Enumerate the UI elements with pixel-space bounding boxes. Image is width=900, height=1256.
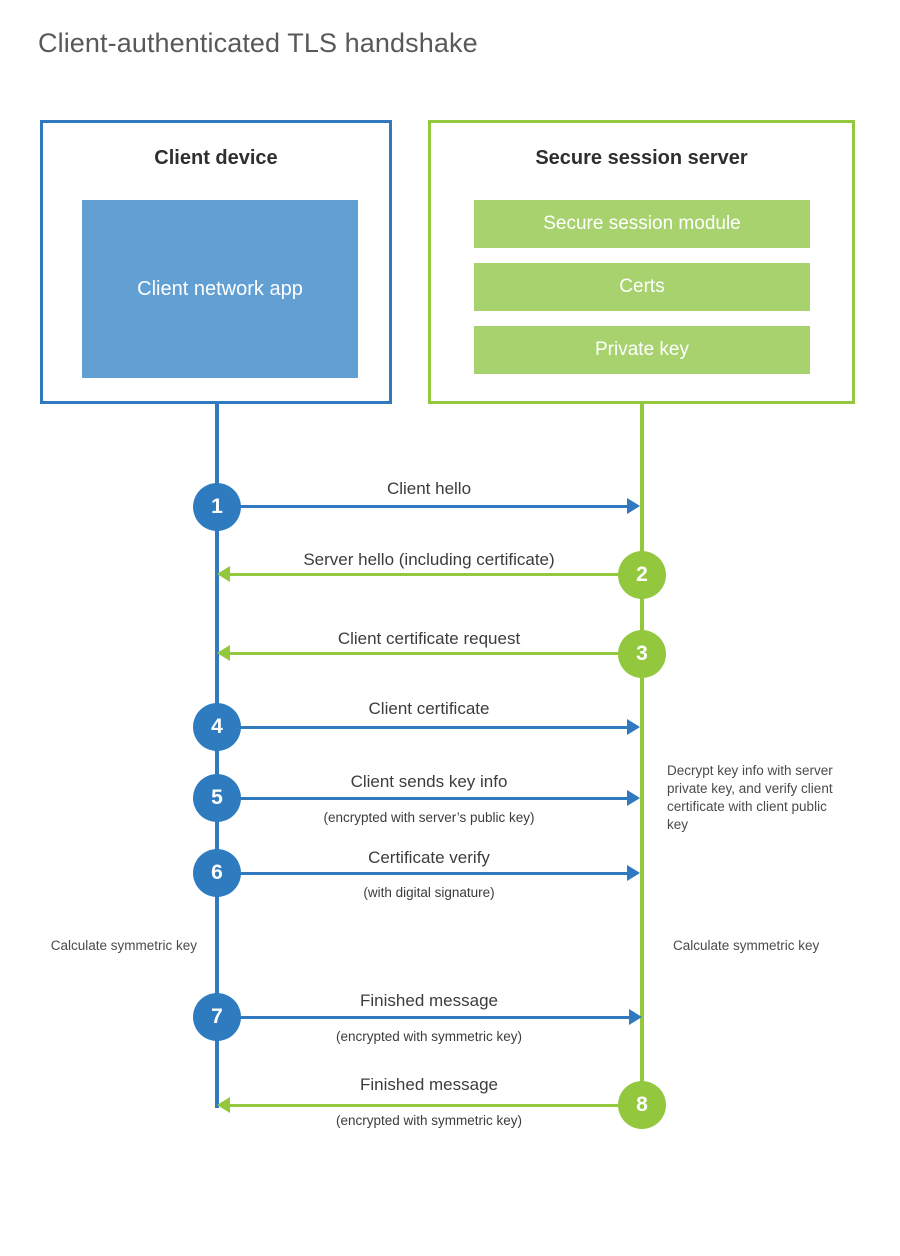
client-calculate-symmetric-key-note: Calculate symmetric key (50, 938, 197, 953)
step-3-circle[interactable]: 3 (618, 630, 666, 678)
step-1-arrow-line (217, 505, 627, 508)
step-4-arrow-line (217, 726, 627, 729)
step-8-circle[interactable]: 8 (618, 1081, 666, 1129)
server-lifeline (640, 404, 644, 1106)
step-2-label: Server hello (including certificate) (303, 550, 555, 569)
step-7-arrow-line (217, 1016, 629, 1019)
server-calculate-symmetric-key-note: Calculate symmetric key (673, 938, 820, 953)
client-device-panel: Client device Client network app (40, 120, 392, 404)
step-5-circle[interactable]: 5 (193, 774, 241, 822)
page-title: Client-authenticated TLS handshake (38, 28, 478, 58)
client-lifeline (215, 404, 219, 1108)
step-4-circle[interactable]: 4 (193, 703, 241, 751)
server-bar-private-key: Private key (474, 326, 810, 374)
step-6-circle[interactable]: 6 (193, 849, 241, 897)
step-2-arrow-head (217, 566, 230, 582)
client-network-app-block: Client network app (82, 200, 358, 378)
step-1-arrow-head (627, 498, 640, 514)
step-1-label: Client hello (386, 479, 472, 498)
step-8-label: Finished message (360, 1075, 498, 1094)
step-5-arrow-head (627, 790, 640, 806)
step-2-circle[interactable]: 2 (618, 551, 666, 599)
step-1-circle[interactable]: 1 (193, 483, 241, 531)
step-6-sublabel: (with digital signature) (363, 885, 495, 900)
step-2-arrow-line (230, 573, 642, 576)
step-7-arrow-head (629, 1009, 642, 1025)
server-bar-secure-session-module: Secure session module (474, 200, 810, 248)
step-4-arrow-head (627, 719, 640, 735)
step-5-sublabel: (encrypted with server’s public key) (323, 810, 535, 825)
server-decrypt-note: Decrypt key info with server private key… (667, 763, 833, 832)
step-8-arrow-line (230, 1104, 642, 1107)
server-bar-certs: Certs (474, 263, 810, 311)
secure-session-server-panel: Secure session server Secure session mod… (428, 120, 855, 404)
step-7-label: Finished message (360, 991, 498, 1010)
step-3-label: Client certificate request (337, 629, 521, 648)
step-6-label: Certificate verify (368, 848, 490, 867)
step-8-sublabel: (encrypted with symmetric key) (335, 1113, 523, 1128)
step-5-label: Client sends key info (350, 772, 508, 791)
step-6-arrow-line (217, 872, 627, 875)
secure-session-server-title: Secure session server (535, 147, 748, 169)
step-6-arrow-head (627, 865, 640, 881)
step-7-sublabel: (encrypted with symmetric key) (335, 1029, 523, 1044)
step-3-arrow-head (217, 645, 230, 661)
step-8-arrow-head (217, 1097, 230, 1113)
client-device-title: Client device (154, 147, 278, 169)
step-3-arrow-line (230, 652, 642, 655)
step-4-label: Client certificate (368, 699, 490, 718)
step-5-arrow-line (217, 797, 627, 800)
step-7-circle[interactable]: 7 (193, 993, 241, 1041)
